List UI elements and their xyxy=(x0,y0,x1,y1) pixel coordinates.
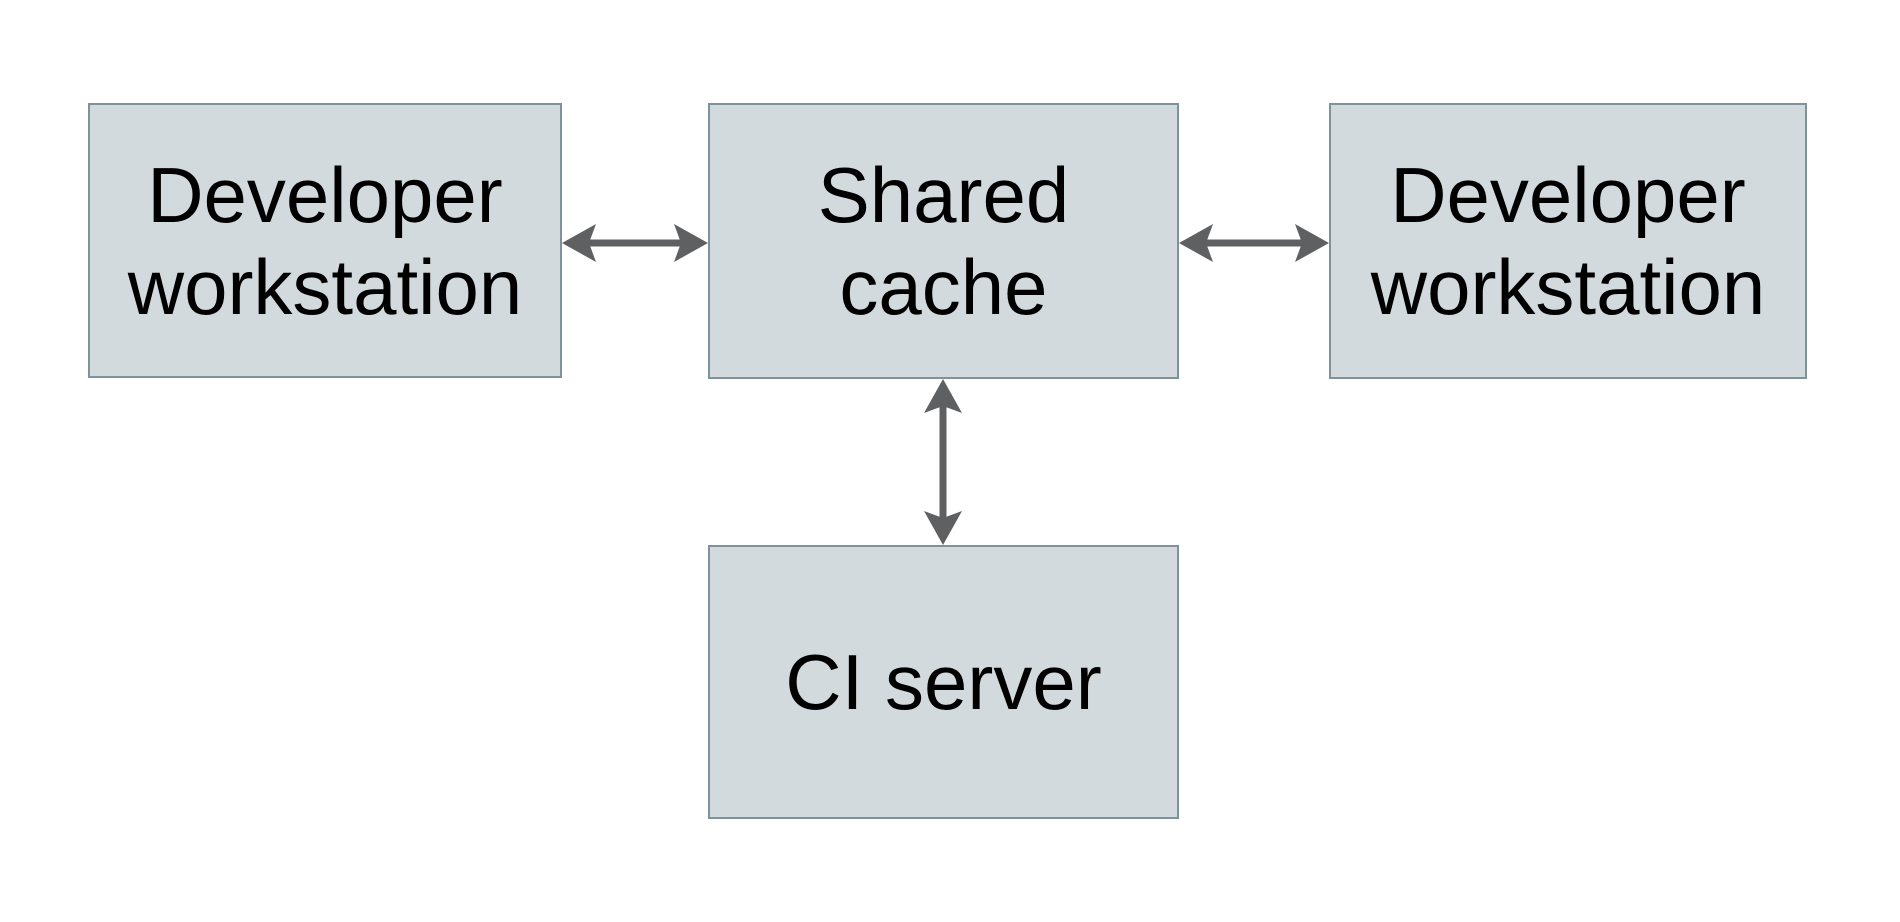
bidirectional-arrow-cache-to-ci-server xyxy=(924,379,962,545)
bidirectional-arrow-cache-to-right-workstation xyxy=(1179,224,1329,262)
node-shared-cache-label: Shared cache xyxy=(817,151,1070,331)
node-ci-server: CI server xyxy=(708,545,1179,819)
bidirectional-arrow-left-workstation-to-cache xyxy=(562,224,708,262)
node-developer-workstation-right-label: Developer workstation xyxy=(1370,151,1766,331)
node-developer-workstation-left: Developer workstation xyxy=(88,103,562,378)
node-developer-workstation-left-label: Developer workstation xyxy=(127,150,523,331)
node-developer-workstation-right: Developer workstation xyxy=(1329,103,1807,379)
node-shared-cache: Shared cache xyxy=(708,103,1179,379)
node-ci-server-label: CI server xyxy=(785,638,1102,726)
